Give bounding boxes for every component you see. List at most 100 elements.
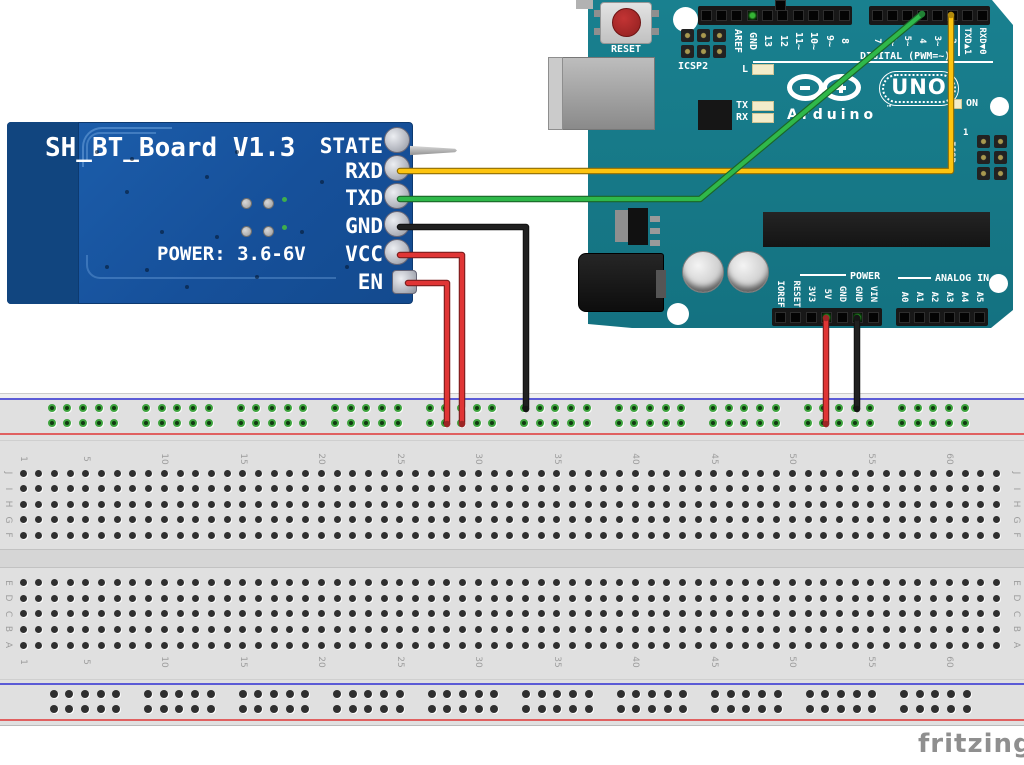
power-rail-hole[interactable]	[301, 690, 310, 698]
breadboard-hole[interactable]	[867, 500, 875, 508]
breadboard-hole[interactable]	[961, 594, 969, 602]
breadboard-hole[interactable]	[914, 594, 922, 602]
power-rail-hole-connected[interactable]	[362, 419, 371, 427]
breadboard-hole[interactable]	[50, 579, 58, 587]
breadboard-hole[interactable]	[98, 641, 105, 649]
breadboard-hole[interactable]	[349, 531, 357, 539]
icsp-pad[interactable]	[994, 151, 1007, 164]
power-rail-hole-connected[interactable]	[724, 404, 733, 412]
breadboard-hole[interactable]	[82, 610, 90, 618]
breadboard-hole[interactable]	[930, 610, 938, 618]
breadboard-hole[interactable]	[945, 485, 953, 493]
breadboard-hole[interactable]	[867, 610, 875, 618]
header-pin[interactable]	[774, 0, 786, 11]
bt-pad-vcc[interactable]	[384, 239, 410, 265]
breadboard-hole[interactable]	[286, 625, 294, 633]
breadboard-hole[interactable]	[443, 625, 451, 633]
breadboard-hole[interactable]	[490, 469, 498, 477]
breadboard-hole[interactable]	[207, 594, 215, 602]
breadboard-hole[interactable]	[317, 594, 325, 602]
breadboard-hole[interactable]	[380, 516, 388, 524]
breadboard-hole[interactable]	[820, 641, 828, 649]
power-rail-hole-connected[interactable]	[142, 404, 150, 412]
breadboard-hole[interactable]	[412, 594, 419, 602]
power-rail-hole-connected[interactable]	[677, 419, 686, 427]
breadboard-hole[interactable]	[616, 594, 624, 602]
breadboard-hole[interactable]	[396, 531, 404, 539]
breadboard-hole[interactable]	[98, 531, 105, 539]
power-rail-hole-connected[interactable]	[520, 419, 528, 427]
breadboard-hole[interactable]	[459, 579, 467, 587]
breadboard-hole[interactable]	[553, 516, 561, 524]
header-pin[interactable]	[805, 312, 817, 323]
breadboard-hole[interactable]	[898, 485, 906, 493]
breadboard-hole[interactable]	[349, 610, 357, 618]
power-rail-hole-connected[interactable]	[157, 404, 166, 412]
breadboard-hole[interactable]	[835, 516, 843, 524]
breadboard-hole[interactable]	[757, 579, 765, 587]
breadboard-hole[interactable]	[663, 579, 671, 587]
breadboard-hole[interactable]	[427, 625, 435, 633]
icsp-pad[interactable]	[977, 135, 990, 148]
breadboard-hole[interactable]	[223, 610, 231, 618]
power-rail-hole-connected[interactable]	[819, 404, 828, 412]
breadboard-hole[interactable]	[647, 579, 655, 587]
breadboard-hole[interactable]	[553, 531, 561, 539]
power-rail-hole[interactable]	[852, 690, 861, 698]
breadboard-hole[interactable]	[145, 594, 153, 602]
breadboard-hole[interactable]	[757, 500, 765, 508]
breadboard-hole[interactable]	[255, 625, 262, 633]
power-rail-hole[interactable]	[616, 690, 625, 698]
breadboard-hole[interactable]	[961, 500, 969, 508]
power-rail-hole[interactable]	[49, 690, 58, 698]
power-rail-hole-connected[interactable]	[63, 419, 72, 427]
power-rail-hole-connected[interactable]	[756, 404, 765, 412]
breadboard-hole[interactable]	[537, 641, 545, 649]
breadboard-hole[interactable]	[286, 579, 294, 587]
breadboard-hole[interactable]	[631, 579, 639, 587]
breadboard-hole[interactable]	[82, 579, 90, 587]
breadboard-hole[interactable]	[584, 579, 592, 587]
breadboard-hole[interactable]	[694, 469, 702, 477]
header-pin[interactable]	[958, 312, 970, 323]
breadboard-hole[interactable]	[914, 641, 922, 649]
breadboard-hole[interactable]	[427, 485, 435, 493]
breadboard-hole[interactable]	[129, 500, 137, 508]
breadboard-hole[interactable]	[50, 610, 58, 618]
breadboard-hole[interactable]	[820, 500, 828, 508]
header-pin[interactable]	[792, 10, 804, 21]
breadboard-hole[interactable]	[19, 500, 27, 508]
power-rail-hole-connected[interactable]	[110, 404, 119, 412]
breadboard-hole[interactable]	[788, 625, 796, 633]
breadboard-hole[interactable]	[663, 500, 671, 508]
breadboard-hole[interactable]	[647, 516, 655, 524]
power-rail-hole[interactable]	[962, 690, 971, 698]
breadboard-hole[interactable]	[553, 500, 561, 508]
breadboard-hole[interactable]	[270, 625, 278, 633]
breadboard-hole[interactable]	[412, 625, 419, 633]
breadboard-hole[interactable]	[35, 485, 43, 493]
breadboard-hole[interactable]	[223, 594, 231, 602]
breadboard-hole[interactable]	[663, 594, 671, 602]
breadboard-hole[interactable]	[443, 610, 451, 618]
breadboard-hole[interactable]	[35, 516, 43, 524]
breadboard-hole[interactable]	[726, 485, 733, 493]
power-rail-hole[interactable]	[112, 705, 121, 713]
breadboard-hole[interactable]	[898, 531, 906, 539]
breadboard-hole[interactable]	[223, 500, 231, 508]
power-rail-hole[interactable]	[427, 705, 436, 713]
power-rail-hole-connected[interactable]	[898, 419, 906, 427]
breadboard-hole[interactable]	[364, 469, 372, 477]
breadboard-hole[interactable]	[694, 516, 702, 524]
breadboard-hole[interactable]	[647, 610, 655, 618]
power-rail-hole[interactable]	[490, 690, 499, 698]
breadboard-hole[interactable]	[160, 485, 168, 493]
breadboard-hole[interactable]	[992, 579, 1000, 587]
breadboard-hole[interactable]	[129, 485, 137, 493]
breadboard-hole[interactable]	[19, 625, 27, 633]
breadboard-hole[interactable]	[584, 500, 592, 508]
breadboard-hole[interactable]	[286, 516, 294, 524]
breadboard-hole[interactable]	[600, 641, 608, 649]
breadboard-hole[interactable]	[459, 610, 467, 618]
breadboard-hole[interactable]	[192, 469, 200, 477]
